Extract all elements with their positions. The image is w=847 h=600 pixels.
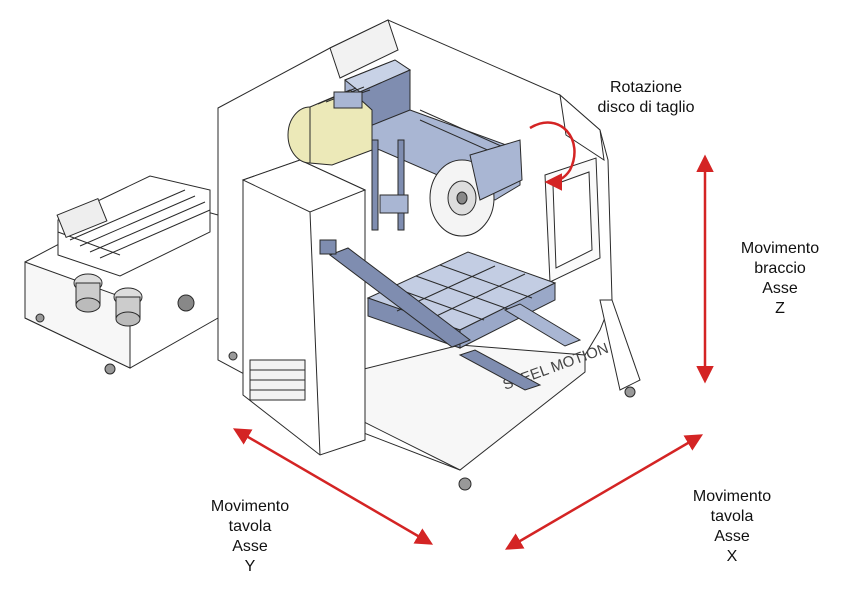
axis-x-label: Movimento tavola Asse X bbox=[672, 487, 792, 567]
rotation-label: Rotazione disco di taglio bbox=[566, 78, 726, 118]
axis-x-arrow bbox=[504, 434, 704, 550]
axis-x-label-line4: X bbox=[726, 548, 738, 565]
work-table bbox=[319, 239, 582, 391]
axis-x-label-line1: Movimento bbox=[692, 488, 772, 505]
axis-z-label-line2: braccio bbox=[754, 260, 806, 277]
axis-z-label: Movimento braccio Asse Z bbox=[720, 239, 840, 319]
axis-x-label-line2: tavola bbox=[710, 508, 754, 525]
axis-z-label-line1: Movimento bbox=[740, 240, 820, 257]
cutting-disc bbox=[429, 139, 523, 237]
axis-y-label-line2: tavola bbox=[228, 518, 272, 535]
motor bbox=[287, 86, 373, 166]
axis-y-label-line4: Y bbox=[244, 558, 256, 575]
rotation-arrow bbox=[529, 121, 576, 191]
axis-x-label-line3: Asse bbox=[714, 528, 750, 545]
axis-y-label: Movimento tavola Asse Y bbox=[190, 497, 310, 577]
rotation-label-line1: Rotazione bbox=[609, 79, 683, 96]
axis-y-label-line3: Asse bbox=[232, 538, 268, 555]
conveyor-unit bbox=[24, 175, 219, 375]
axis-z-label-line3: Asse bbox=[762, 280, 798, 297]
axis-y-label-line1: Movimento bbox=[210, 498, 290, 515]
control-cabinet bbox=[241, 159, 367, 456]
axis-z-label-line4: Z bbox=[775, 300, 785, 317]
rotation-label-line2: disco di taglio bbox=[597, 99, 695, 116]
axis-y-arrow bbox=[232, 428, 434, 545]
